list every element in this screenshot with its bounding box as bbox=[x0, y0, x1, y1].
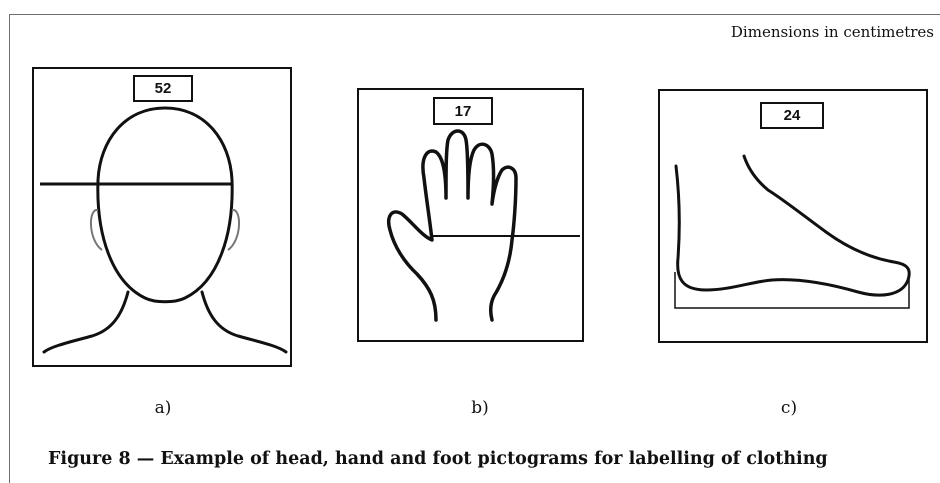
label-c: c) bbox=[781, 398, 797, 418]
figure-caption: Figure 8 — Example of head, hand and foo… bbox=[48, 449, 828, 469]
